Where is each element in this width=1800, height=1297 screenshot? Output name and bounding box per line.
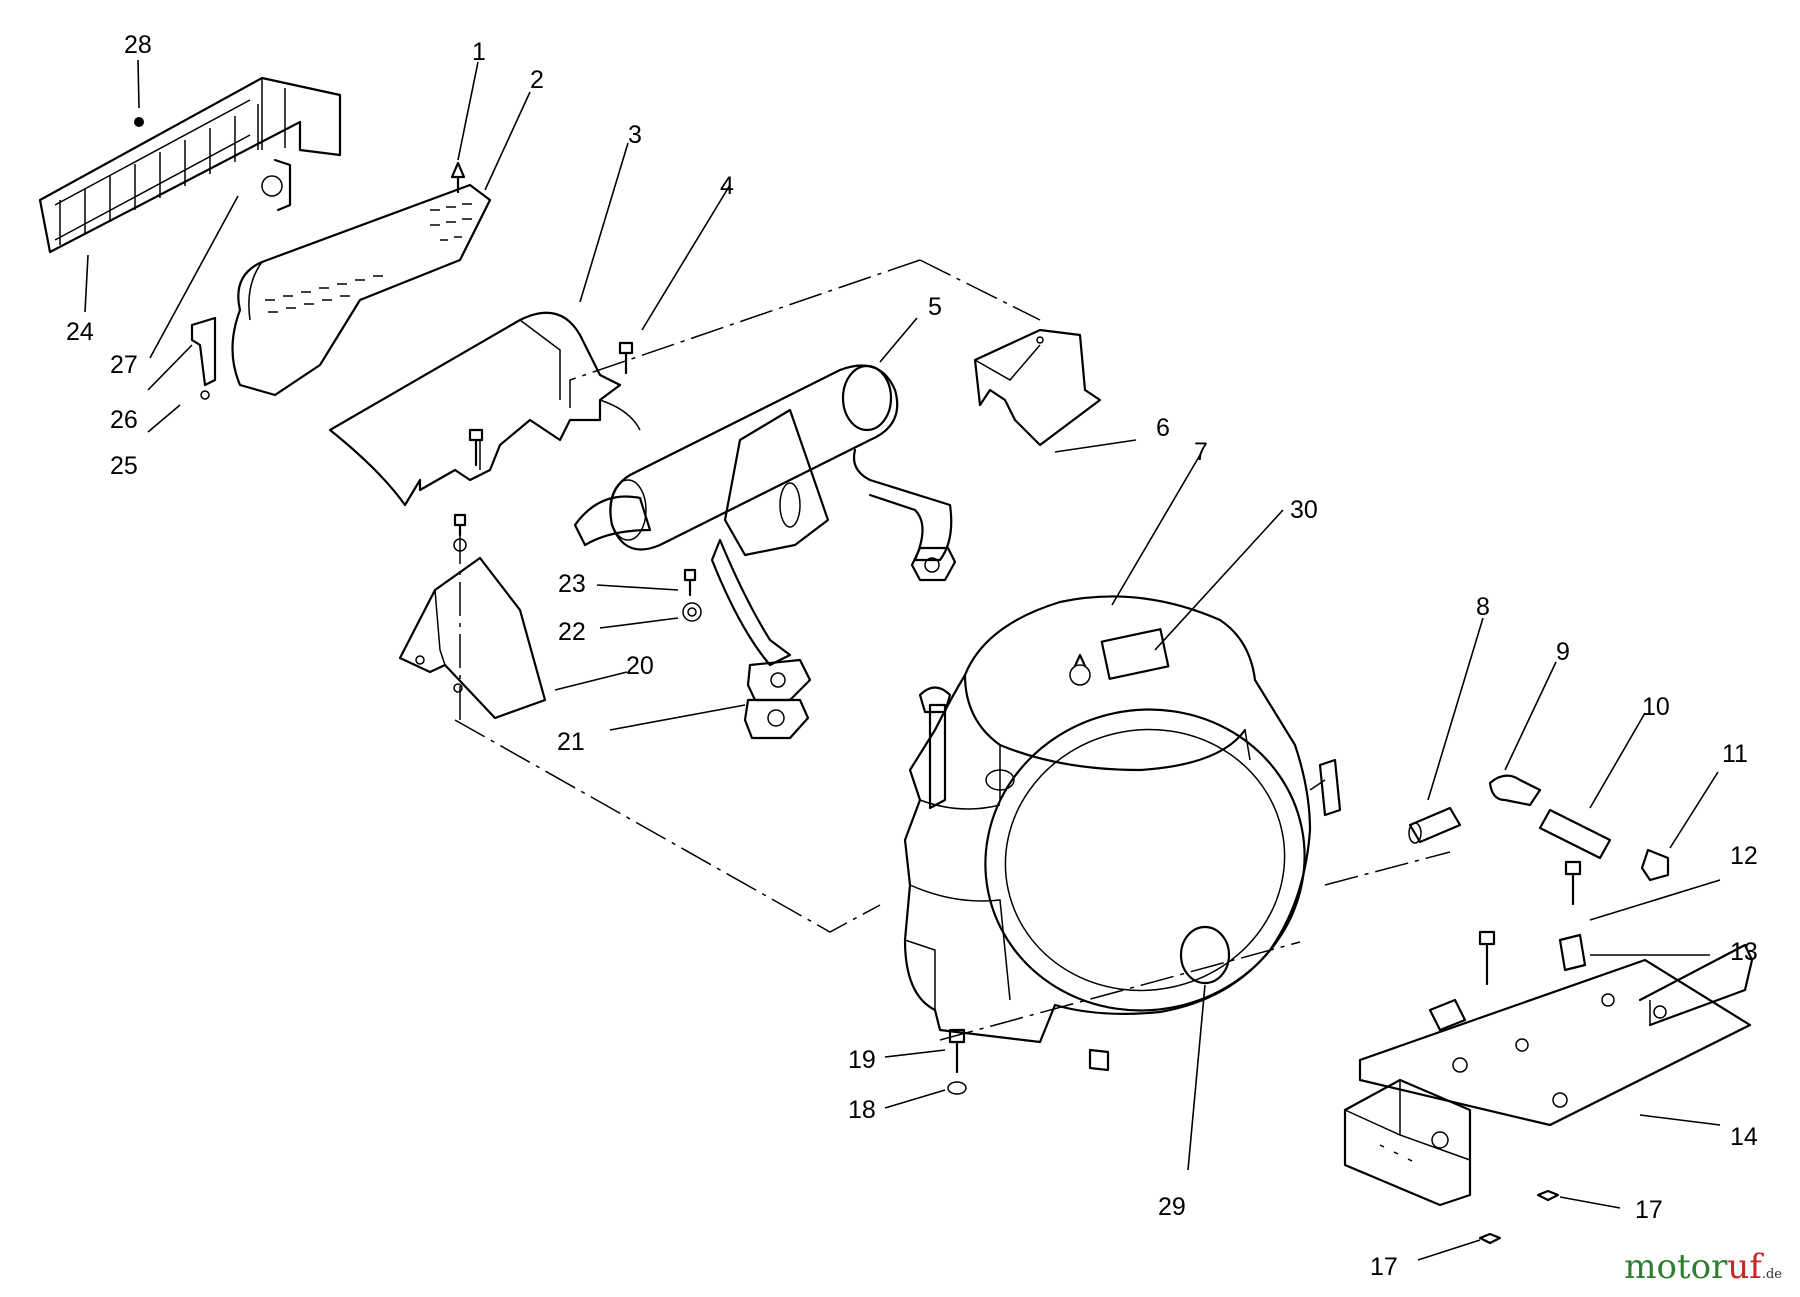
- exhaust-outlet: [573, 495, 652, 547]
- callout-13: 13: [1730, 938, 1758, 966]
- callout-3: 3: [628, 121, 642, 149]
- leader-lines: [84, 59, 1721, 1261]
- part-21-gasket: [743, 698, 810, 740]
- engine-label-panel: [1100, 628, 1170, 680]
- part-2-heat-shield: [190, 183, 492, 400]
- callout-26: 26: [110, 406, 138, 434]
- exhaust-flange-right: [910, 546, 957, 582]
- part-5-muffler: [573, 364, 957, 702]
- watermark-tld: .de: [1761, 1267, 1782, 1282]
- callout-21: 21: [557, 728, 585, 756]
- part-26-bracket: [190, 316, 217, 387]
- part-7-engine: [903, 595, 1342, 1072]
- callout-12: 12: [1730, 842, 1758, 870]
- callout-2: 2: [530, 66, 544, 94]
- part-10-pipe: [1538, 808, 1612, 860]
- mount-hardware: [947, 860, 1587, 1245]
- part-11-cap: [1640, 848, 1670, 882]
- callout-25: 25: [110, 452, 138, 480]
- callout-30: 30: [1290, 496, 1318, 524]
- callout-28: 28: [124, 31, 152, 59]
- callout-20: 20: [626, 652, 654, 680]
- screws-upper: [450, 161, 634, 552]
- callout-4: 4: [720, 172, 734, 200]
- callout-27: 27: [110, 351, 138, 379]
- callout-6: 6: [1156, 414, 1170, 442]
- watermark-logo: motoruf.de: [1624, 1247, 1782, 1287]
- watermark-main: motor: [1624, 1247, 1728, 1287]
- callout-23: 23: [558, 570, 586, 598]
- part-20-lower-shield: [398, 556, 547, 720]
- callout-22: 22: [558, 618, 586, 646]
- dipstick-tube: [928, 703, 947, 810]
- exhaust-flange-left: [746, 658, 812, 702]
- callout-10: 10: [1642, 693, 1670, 721]
- part-24-grille-screen: [38, 76, 342, 254]
- alignment-lines: [454, 259, 1451, 1041]
- part-29-flywheel-cap: [1179, 925, 1231, 985]
- part-14-mounting-plate: [1343, 943, 1754, 1207]
- callout-19: 19: [848, 1046, 876, 1074]
- watermark-accent: uf: [1727, 1247, 1762, 1287]
- callout-5: 5: [928, 293, 942, 321]
- callout-9: 9: [1556, 638, 1570, 666]
- callout-18: 18: [848, 1096, 876, 1124]
- callout-24: 24: [66, 318, 94, 346]
- part-3-muffler-shield: [328, 311, 641, 507]
- callout-14: 14: [1730, 1123, 1758, 1151]
- callout-1: 1: [472, 38, 486, 66]
- callout-29: 29: [1158, 1193, 1186, 1221]
- callout-labels: 1 2 3 4 5 6 7 30 8 9 10 11 12 13 14 17 1…: [66, 31, 1758, 1281]
- oil-drain-fittings: [1408, 774, 1670, 882]
- part-8-nipple: [1408, 806, 1462, 844]
- part-9-elbow: [1488, 774, 1542, 807]
- muffler-bracket: [723, 408, 830, 557]
- callout-11: 11: [1722, 740, 1748, 768]
- callout-8: 8: [1476, 593, 1490, 621]
- muffler-hardware: [682, 568, 810, 740]
- callout-17-right: 17: [1635, 1196, 1663, 1224]
- part-6-muffler-cover: [973, 328, 1102, 447]
- callout-17-bottom: 17: [1370, 1253, 1398, 1281]
- callout-7: 7: [1194, 438, 1208, 466]
